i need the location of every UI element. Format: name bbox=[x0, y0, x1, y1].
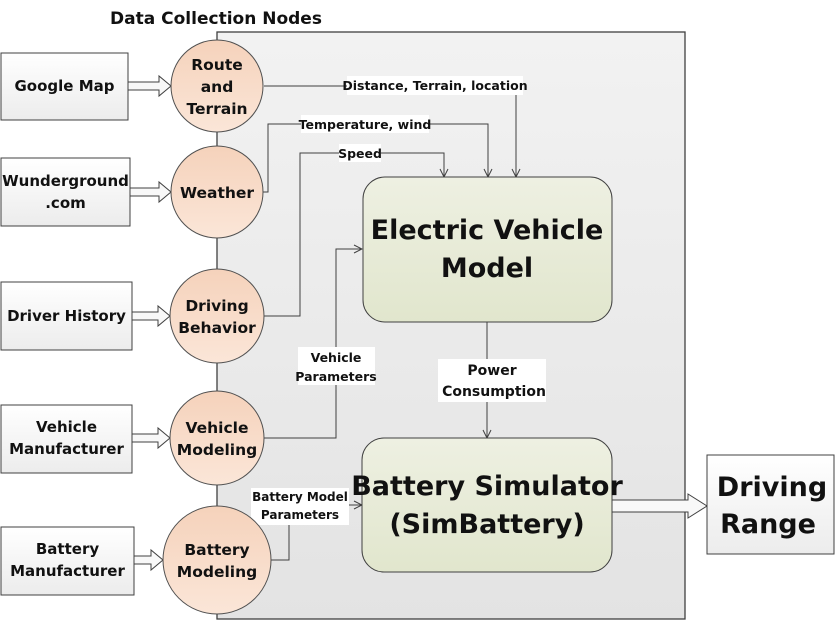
svg-text:Speed: Speed bbox=[338, 146, 382, 161]
node-label: Modeling bbox=[177, 563, 257, 581]
source-arrow bbox=[129, 180, 172, 204]
battery-simulator: Battery Simulator (SimBattery) bbox=[351, 437, 623, 573]
source-google-map: Google Map bbox=[0, 52, 172, 121]
svg-text:Parameters: Parameters bbox=[295, 369, 376, 384]
source-label: .com bbox=[45, 194, 86, 212]
edge-label-power: Power Consumption bbox=[438, 359, 546, 402]
electric-vehicle-model: Electric Vehicle Model bbox=[362, 176, 613, 323]
source-arrow bbox=[131, 426, 171, 450]
svg-text:Electric Vehicle: Electric Vehicle bbox=[371, 215, 604, 246]
svg-text:Parameters: Parameters bbox=[261, 508, 339, 522]
svg-text:Temperature, wind: Temperature, wind bbox=[299, 117, 432, 132]
node-label: Vehicle bbox=[185, 419, 248, 437]
svg-text:Battery Simulator: Battery Simulator bbox=[351, 471, 623, 502]
node-label: Modeling bbox=[177, 441, 257, 459]
panel-title: Data Collection Nodes bbox=[110, 9, 322, 29]
edge-label-battery-params: Battery Model Parameters bbox=[251, 488, 349, 525]
edge-label-vehicle-params: Vehicle Parameters bbox=[295, 347, 377, 385]
svg-text:(SimBattery): (SimBattery) bbox=[389, 509, 584, 540]
node-label: Driving bbox=[185, 297, 248, 315]
svg-text:Driving: Driving bbox=[717, 472, 827, 503]
source-label: Battery bbox=[36, 540, 99, 558]
source-label: Google Map bbox=[15, 77, 115, 95]
svg-text:Battery Model: Battery Model bbox=[252, 490, 348, 504]
source-label: Wunderground bbox=[2, 172, 129, 190]
source-arrow bbox=[127, 74, 172, 98]
svg-text:Power: Power bbox=[467, 363, 516, 379]
temperature-connector bbox=[260, 123, 488, 193]
source-label: Manufacturer bbox=[9, 440, 124, 458]
source-arrow bbox=[133, 548, 164, 572]
vehicle-params-connector bbox=[264, 249, 362, 439]
source-driver-history: Driver History bbox=[0, 281, 171, 351]
node-weather: Weather bbox=[170, 145, 264, 239]
svg-text:Range: Range bbox=[720, 509, 816, 540]
source-arrow bbox=[131, 304, 171, 328]
node-label: Behavior bbox=[178, 319, 256, 337]
source-wunderground: Wunderground .com bbox=[0, 157, 172, 227]
edge-label-temperature: Temperature, wind bbox=[299, 115, 432, 133]
node-label: Battery bbox=[184, 541, 249, 559]
node-label: Weather bbox=[180, 184, 254, 202]
source-label: Manufacturer bbox=[10, 562, 125, 580]
node-label: and bbox=[201, 78, 234, 96]
output-arrow bbox=[611, 493, 708, 519]
source-label: Driver History bbox=[7, 307, 126, 325]
speed-connector bbox=[262, 152, 444, 317]
node-label: Route bbox=[191, 56, 243, 74]
source-label: Vehicle bbox=[36, 418, 97, 436]
driving-range-box: Driving Range bbox=[706, 454, 835, 555]
edge-label-speed: Speed bbox=[338, 144, 382, 162]
svg-text:Vehicle: Vehicle bbox=[311, 350, 362, 365]
svg-text:Model: Model bbox=[441, 253, 533, 284]
node-label: Terrain bbox=[186, 100, 247, 118]
svg-text:Distance, Terrain, location: Distance, Terrain, location bbox=[342, 78, 527, 93]
svg-text:Consumption: Consumption bbox=[442, 384, 546, 400]
edge-label-distance: Distance, Terrain, location bbox=[342, 76, 528, 95]
